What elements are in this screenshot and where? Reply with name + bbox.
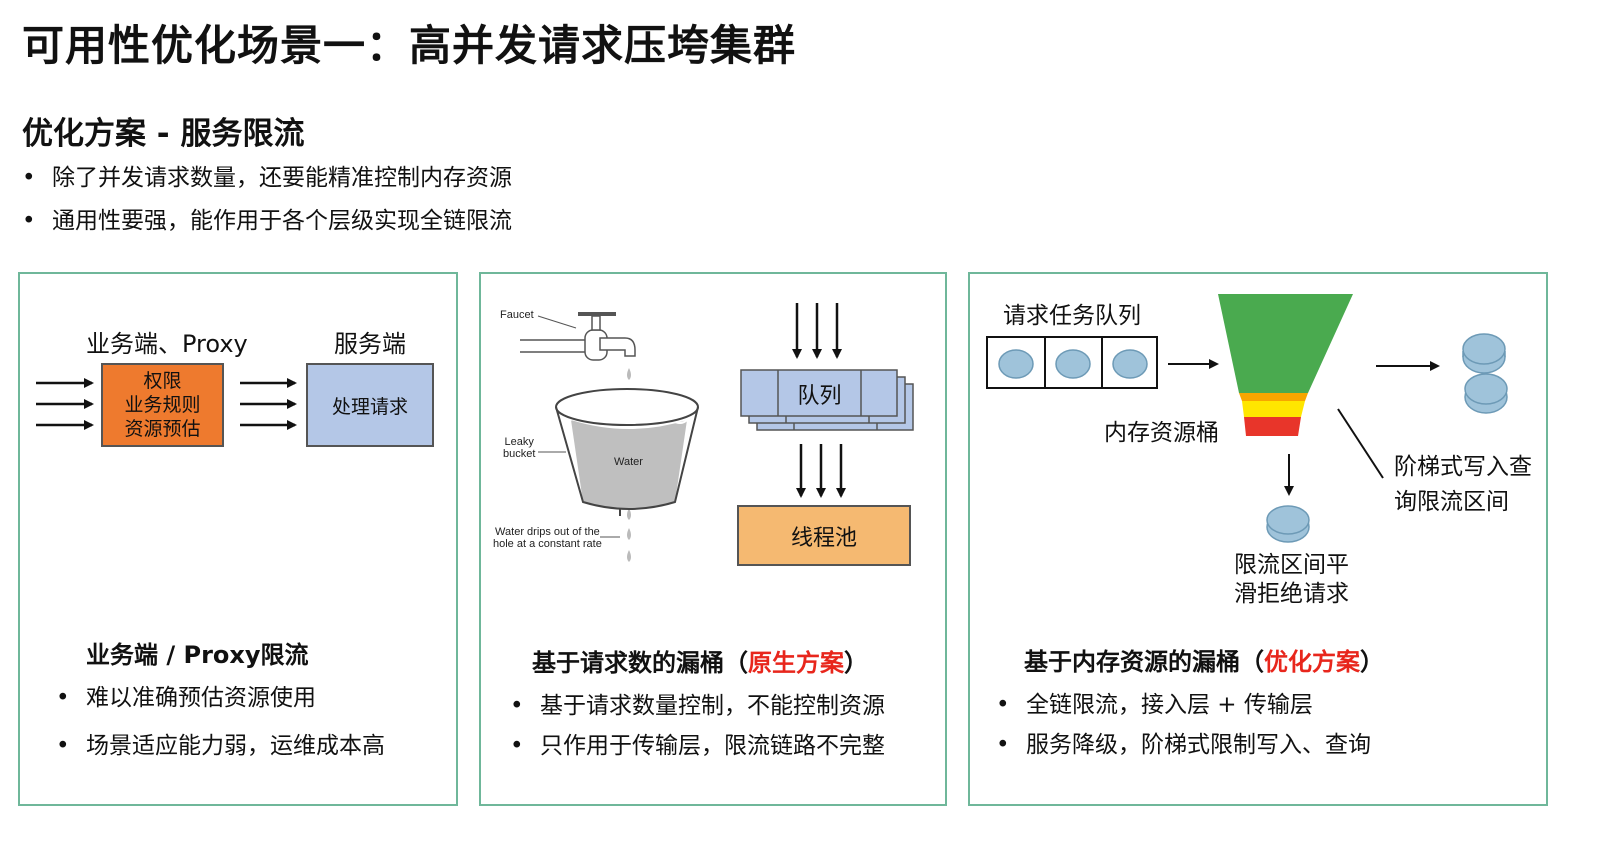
tier-range-label: 阶梯式写入查 询限流区间 xyxy=(1394,454,1532,515)
drips-label: Water drips out of the hole at a constan… xyxy=(493,526,602,550)
faucet-pointer xyxy=(537,315,577,329)
forward-arrows-icon xyxy=(240,378,297,430)
server-label: 服务端 xyxy=(334,330,406,358)
memory-bucket-label: 内存资源桶 xyxy=(1104,420,1219,446)
water-drop-icons xyxy=(627,368,631,562)
panel1-bullet-2: •场景适应能力弱，运维成本高 xyxy=(56,733,385,759)
rejected-token-icon xyxy=(1266,505,1310,543)
task-queue-icon xyxy=(986,336,1158,389)
faucet-label: Faucet xyxy=(500,309,534,321)
bucket-icon xyxy=(555,388,699,516)
water-label: Water xyxy=(614,456,643,468)
panel1-title: 业务端 / Proxy限流 xyxy=(86,641,309,669)
panel1-bullet-1: •难以准确预估资源使用 xyxy=(56,685,316,711)
panel3-bullet-2: •服务降级，阶梯式限制写入、查询 xyxy=(996,732,1371,758)
leaky-bucket-label: Leaky bucket xyxy=(503,436,536,460)
panel3-bullet-1: •全链限流，接入层 + 传输层 xyxy=(996,692,1313,718)
panel3-title: 基于内存资源的漏桶（优化方案） xyxy=(1024,648,1384,676)
panel2-title: 基于请求数的漏桶（原生方案） xyxy=(532,649,868,677)
section-subtitle: 优化方案 - 服务限流 xyxy=(22,116,305,152)
page-title: 可用性优化场景一：高并发请求压垮集群 xyxy=(22,21,797,70)
smooth-reject-label: 限流区间平 滑拒绝请求 xyxy=(1234,552,1349,607)
queue-output-arrows-icon xyxy=(796,444,846,498)
panel2-bullet-2: •只作用于传输层，限流链路不完整 xyxy=(510,733,885,759)
thread-pool-box: 线程池 xyxy=(737,505,911,566)
client-label: 业务端、Proxy xyxy=(86,330,248,358)
faucet-icon xyxy=(520,312,636,361)
intro-bullet-2: •通用性要强，能作用于各个层级实现全链限流 xyxy=(22,208,512,234)
client-check-box: 权限 业务规则 资源预估 xyxy=(101,363,224,447)
memory-bucket-funnel-icon xyxy=(1218,294,1353,436)
output-tokens-icon xyxy=(1462,333,1508,414)
request-queue-label: 请求任务队列 xyxy=(1003,303,1141,329)
server-handle-box: 处理请求 xyxy=(306,363,434,447)
panel-client-side-limiting xyxy=(18,272,458,806)
queue-stack-icon xyxy=(740,369,914,431)
tier-pointer-line xyxy=(1337,408,1384,479)
queue-input-arrows-icon xyxy=(792,303,842,359)
panel2-bullet-1: •基于请求数量控制，不能控制资源 xyxy=(510,693,885,719)
intro-bullet-1: •除了并发请求数量，还要能精准控制内存资源 xyxy=(22,165,512,191)
incoming-arrows-icon xyxy=(36,378,94,430)
queue-label: 队列 xyxy=(797,384,842,409)
